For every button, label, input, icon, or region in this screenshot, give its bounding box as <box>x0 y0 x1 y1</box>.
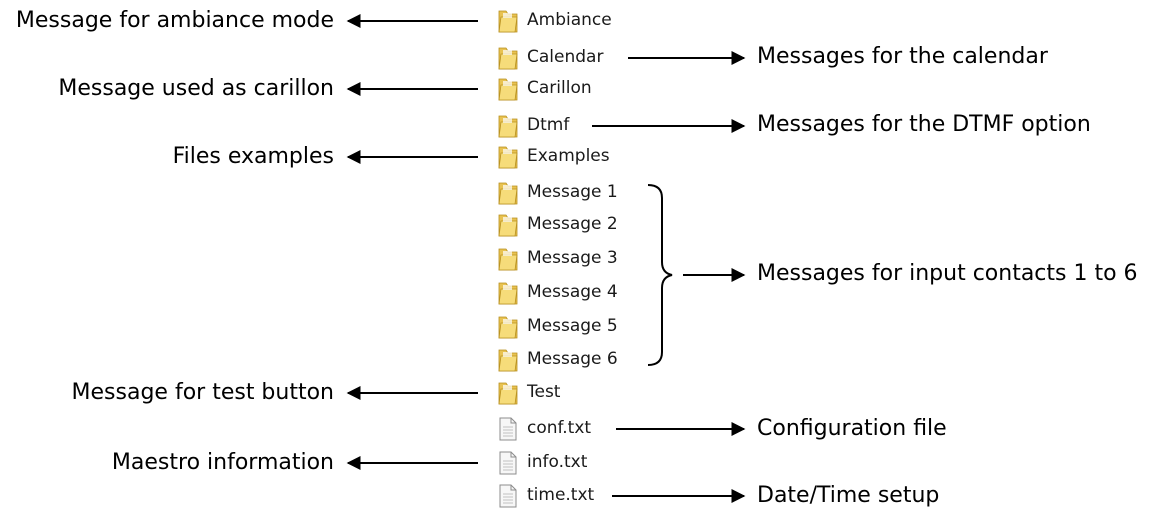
folder-icon <box>497 380 519 406</box>
text-file-icon <box>497 483 519 509</box>
file-name: Calendar <box>527 47 604 67</box>
file-name: Message 5 <box>527 316 618 336</box>
text-file-icon <box>497 450 519 476</box>
file-name: Ambiance <box>527 10 612 30</box>
label-time: Date/Time setup <box>757 483 940 508</box>
folder-icon <box>497 45 519 71</box>
folder-icon <box>497 144 519 170</box>
file-name: Message 6 <box>527 349 618 369</box>
label-carillon: Message used as carillon <box>58 76 334 101</box>
folder-icon <box>497 347 519 373</box>
file-name: Carillon <box>527 78 592 98</box>
label-inputs: Messages for input contacts 1 to 6 <box>757 261 1138 286</box>
file-name: Test <box>527 382 561 402</box>
file-name: info.txt <box>527 452 588 472</box>
label-info: Maestro information <box>111 450 334 475</box>
folder-icon <box>497 246 519 272</box>
file-name: Message 4 <box>527 282 618 302</box>
curly-brace <box>647 184 673 366</box>
folder-icon <box>497 76 519 102</box>
folder-icon <box>497 113 519 139</box>
folder-icon <box>497 314 519 340</box>
label-calendar: Messages for the calendar <box>757 44 1048 69</box>
text-file-icon <box>497 416 519 442</box>
folder-icon <box>497 180 519 206</box>
file-name: time.txt <box>527 485 595 505</box>
folder-icon <box>497 212 519 238</box>
file-name: Message 2 <box>527 214 618 234</box>
label-test: Message for test button <box>71 380 334 405</box>
label-dtmf: Messages for the DTMF option <box>757 112 1091 137</box>
file-name: conf.txt <box>527 418 592 438</box>
label-examples: Files examples <box>172 144 334 169</box>
file-name: Message 3 <box>527 248 618 268</box>
label-conf: Configuration file <box>757 416 947 441</box>
label-ambiance: Message for ambiance mode <box>15 8 334 33</box>
folder-icon <box>497 280 519 306</box>
file-name: Dtmf <box>527 115 570 135</box>
folder-icon <box>497 8 519 34</box>
file-name: Examples <box>527 146 610 166</box>
file-name: Message 1 <box>527 182 618 202</box>
